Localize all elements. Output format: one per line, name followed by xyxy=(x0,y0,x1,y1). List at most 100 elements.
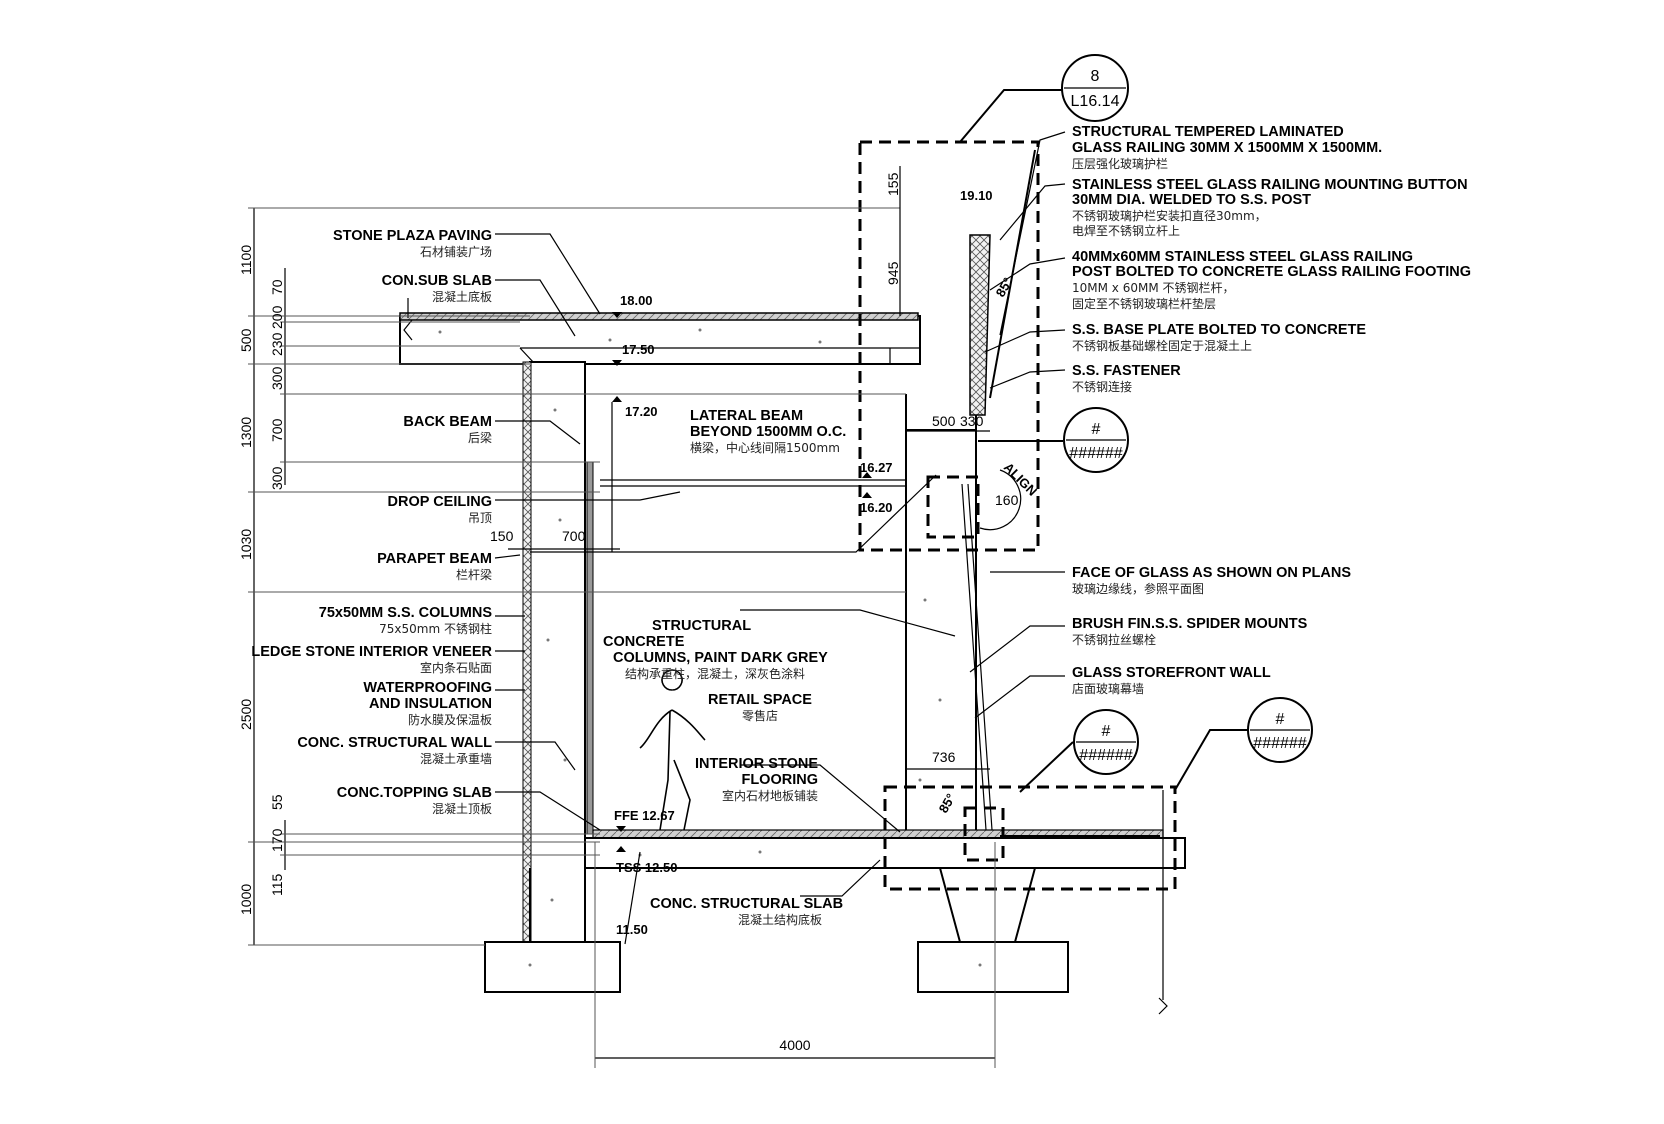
dim-2500: 2500 xyxy=(238,699,254,730)
label-spider-mounts-zh: 不锈钢拉丝螺栓 xyxy=(1072,632,1156,647)
label-columns: STRUCTURAL xyxy=(652,618,751,634)
label-drop-ceiling: DROP CEILING xyxy=(388,494,492,510)
label-base-plate-zh: 不锈钢板基础螺栓固定于混凝土上 xyxy=(1072,338,1252,353)
label-struct-slab-zh: 混凝土结构底板 xyxy=(738,912,822,927)
dim-1300: 1300 xyxy=(238,417,254,448)
label-retail: RETAIL SPACE xyxy=(708,692,812,708)
labels-left: STONE PLAZA PAVING 石材铺装广场 CON.SUB SLAB 混… xyxy=(251,228,492,816)
dim-330: 330 xyxy=(960,413,984,429)
label-railing-post-2: POST BOLTED TO CONCRETE GLASS RAILING FO… xyxy=(1072,264,1471,280)
break-symbol-right xyxy=(1158,790,1168,1015)
level-tss: TSS 12.50 xyxy=(616,860,677,875)
label-back-beam-zh: 后梁 xyxy=(468,430,492,445)
label-retail-zh: 零售店 xyxy=(742,708,778,723)
label-waterproofing-zh: 防水膜及保温板 xyxy=(408,712,492,727)
dimension-lines-left xyxy=(248,207,906,946)
dim-1030: 1030 xyxy=(238,529,254,560)
callout-ref-3[interactable]: # ###### xyxy=(1247,697,1313,763)
back-wall xyxy=(529,361,586,943)
detail-box-small-upper xyxy=(926,475,980,539)
column-outline xyxy=(905,394,977,836)
footing-right xyxy=(917,941,1069,993)
label-sub-slab: CON.SUB SLAB xyxy=(382,273,492,289)
level-18-00: 18.00 xyxy=(620,293,653,308)
dim-230: 230 xyxy=(269,332,285,356)
label-columns-3: COLUMNS, PAINT DARK GREY xyxy=(613,650,828,666)
dim-115: 115 xyxy=(269,873,285,896)
label-stone-paving-zh: 石材铺装广场 xyxy=(420,245,492,259)
drop-ceiling-line xyxy=(600,479,906,487)
label-glass-railing-zh: 压层强化玻璃护栏 xyxy=(1072,156,1168,171)
label-sub-slab-zh: 混凝土底板 xyxy=(432,289,492,304)
label-struct-slab: CONC. STRUCTURAL SLAB xyxy=(650,896,843,912)
level-ffe: FFE 12.67 xyxy=(614,808,675,823)
callout-ref-2-number: # xyxy=(1102,723,1111,740)
callout-ref-1[interactable]: # ###### xyxy=(1063,407,1129,473)
label-glass-railing-2: GLASS RAILING 30MM X 1500MM X 1500MM. xyxy=(1072,140,1382,156)
dim-300-top: 300 xyxy=(269,366,285,390)
detail-box-base xyxy=(883,785,1177,891)
dim-1000: 1000 xyxy=(238,884,254,915)
label-back-beam: BACK BEAM xyxy=(403,414,492,430)
label-mount-button-2: 30MM DIA. WELDED TO S.S. POST xyxy=(1072,192,1311,208)
dim-1910: 19.10 xyxy=(960,188,993,203)
callout-main[interactable]: 8 L16.14 xyxy=(1061,54,1129,122)
callout-sheet: L16.14 xyxy=(1071,93,1120,110)
dim-500: 500 xyxy=(238,328,254,352)
dim-736: 736 xyxy=(932,749,956,765)
callout-number: 8 xyxy=(1091,68,1100,85)
dim-70: 70 xyxy=(269,279,285,295)
label-lateral-beam-zh: 横梁，中心线间隔1500mm xyxy=(690,440,840,455)
label-lateral-beam-2: BEYOND 1500MM O.C. xyxy=(690,424,846,440)
label-ledge-veneer-zh: 室内条石贴面 xyxy=(420,660,492,675)
glass-storefront xyxy=(961,483,993,831)
dim-200: 200 xyxy=(269,305,285,329)
label-mount-button-zh: 不锈钢玻璃护栏安装扣直径30mm， xyxy=(1072,208,1267,223)
label-topping-slab: CONC.TOPPING SLAB xyxy=(337,785,492,801)
dim-4000: 4000 xyxy=(779,1037,810,1053)
labels-right: STRUCTURAL TEMPERED LAMINATED GLASS RAIL… xyxy=(1072,124,1471,696)
leaders xyxy=(494,131,1066,897)
dim-155: 155 xyxy=(885,172,901,196)
label-parapet-beam: PARAPET BEAM xyxy=(377,551,492,567)
plaza-paving xyxy=(399,312,919,321)
callout-leader-main xyxy=(959,89,1065,143)
level-17-50: 17.50 xyxy=(622,342,655,357)
detail-box-small-lower xyxy=(963,806,1005,862)
level-marks: 18.00 17.50 17.20 16.27 16.20 FFE 12.67 … xyxy=(611,293,893,945)
label-fastener-zh: 不锈钢连接 xyxy=(1072,379,1132,394)
dim-300-low: 300 xyxy=(269,466,285,490)
detail-boxes xyxy=(530,89,1248,891)
callout-ref-2[interactable]: # ###### xyxy=(1073,709,1139,775)
label-ledge-veneer: LEDGE STONE INTERIOR VENEER xyxy=(251,644,492,660)
label-conc-wall: CONC. STRUCTURAL WALL xyxy=(297,735,492,751)
callout-ref-1-number: # xyxy=(1092,421,1101,438)
label-ss-columns-zh: 75x50mm 不锈钢柱 xyxy=(379,621,492,636)
label-storefront: GLASS STOREFRONT WALL xyxy=(1072,665,1271,681)
parapet-leader xyxy=(530,474,937,553)
label-base-plate: S.S. BASE PLATE BOLTED TO CONCRETE xyxy=(1072,322,1366,338)
dim-170: 170 xyxy=(269,828,285,852)
level-16-27: 16.27 xyxy=(860,460,893,475)
callout-ref-3-number: # xyxy=(1276,711,1285,728)
glass-railing xyxy=(969,234,991,416)
dim-55: 55 xyxy=(269,794,285,810)
label-lateral-beam: LATERAL BEAM xyxy=(690,408,803,424)
lower-right-pier xyxy=(939,867,1036,943)
callout-leader-3 xyxy=(1174,729,1248,791)
callout-ref-1-sheet: ###### xyxy=(1069,445,1122,462)
callout-leader-2 xyxy=(1019,741,1074,793)
label-railing-post: 40MMx60MM STAINLESS STEEL GLASS RAILING xyxy=(1072,249,1413,265)
level-16-20: 16.20 xyxy=(860,500,893,515)
label-conc-wall-zh: 混凝土承重墙 xyxy=(420,751,492,766)
label-face-glass-zh: 玻璃边缘线，参照平面图 xyxy=(1072,581,1204,596)
label-columns-zh: 结构承重柱，混凝土，深灰色涂料 xyxy=(625,666,805,681)
level-11-50: 11.50 xyxy=(616,922,648,937)
label-fastener: S.S. FASTENER xyxy=(1072,363,1181,379)
dim-945: 945 xyxy=(885,261,901,285)
callout-ref-2-sheet: ###### xyxy=(1079,747,1132,764)
level-17-20: 17.20 xyxy=(625,404,658,419)
label-topping-slab-zh: 混凝土顶板 xyxy=(432,801,492,816)
inner-dims: 70 200 230 300 700 300 55 170 115 xyxy=(269,279,285,896)
